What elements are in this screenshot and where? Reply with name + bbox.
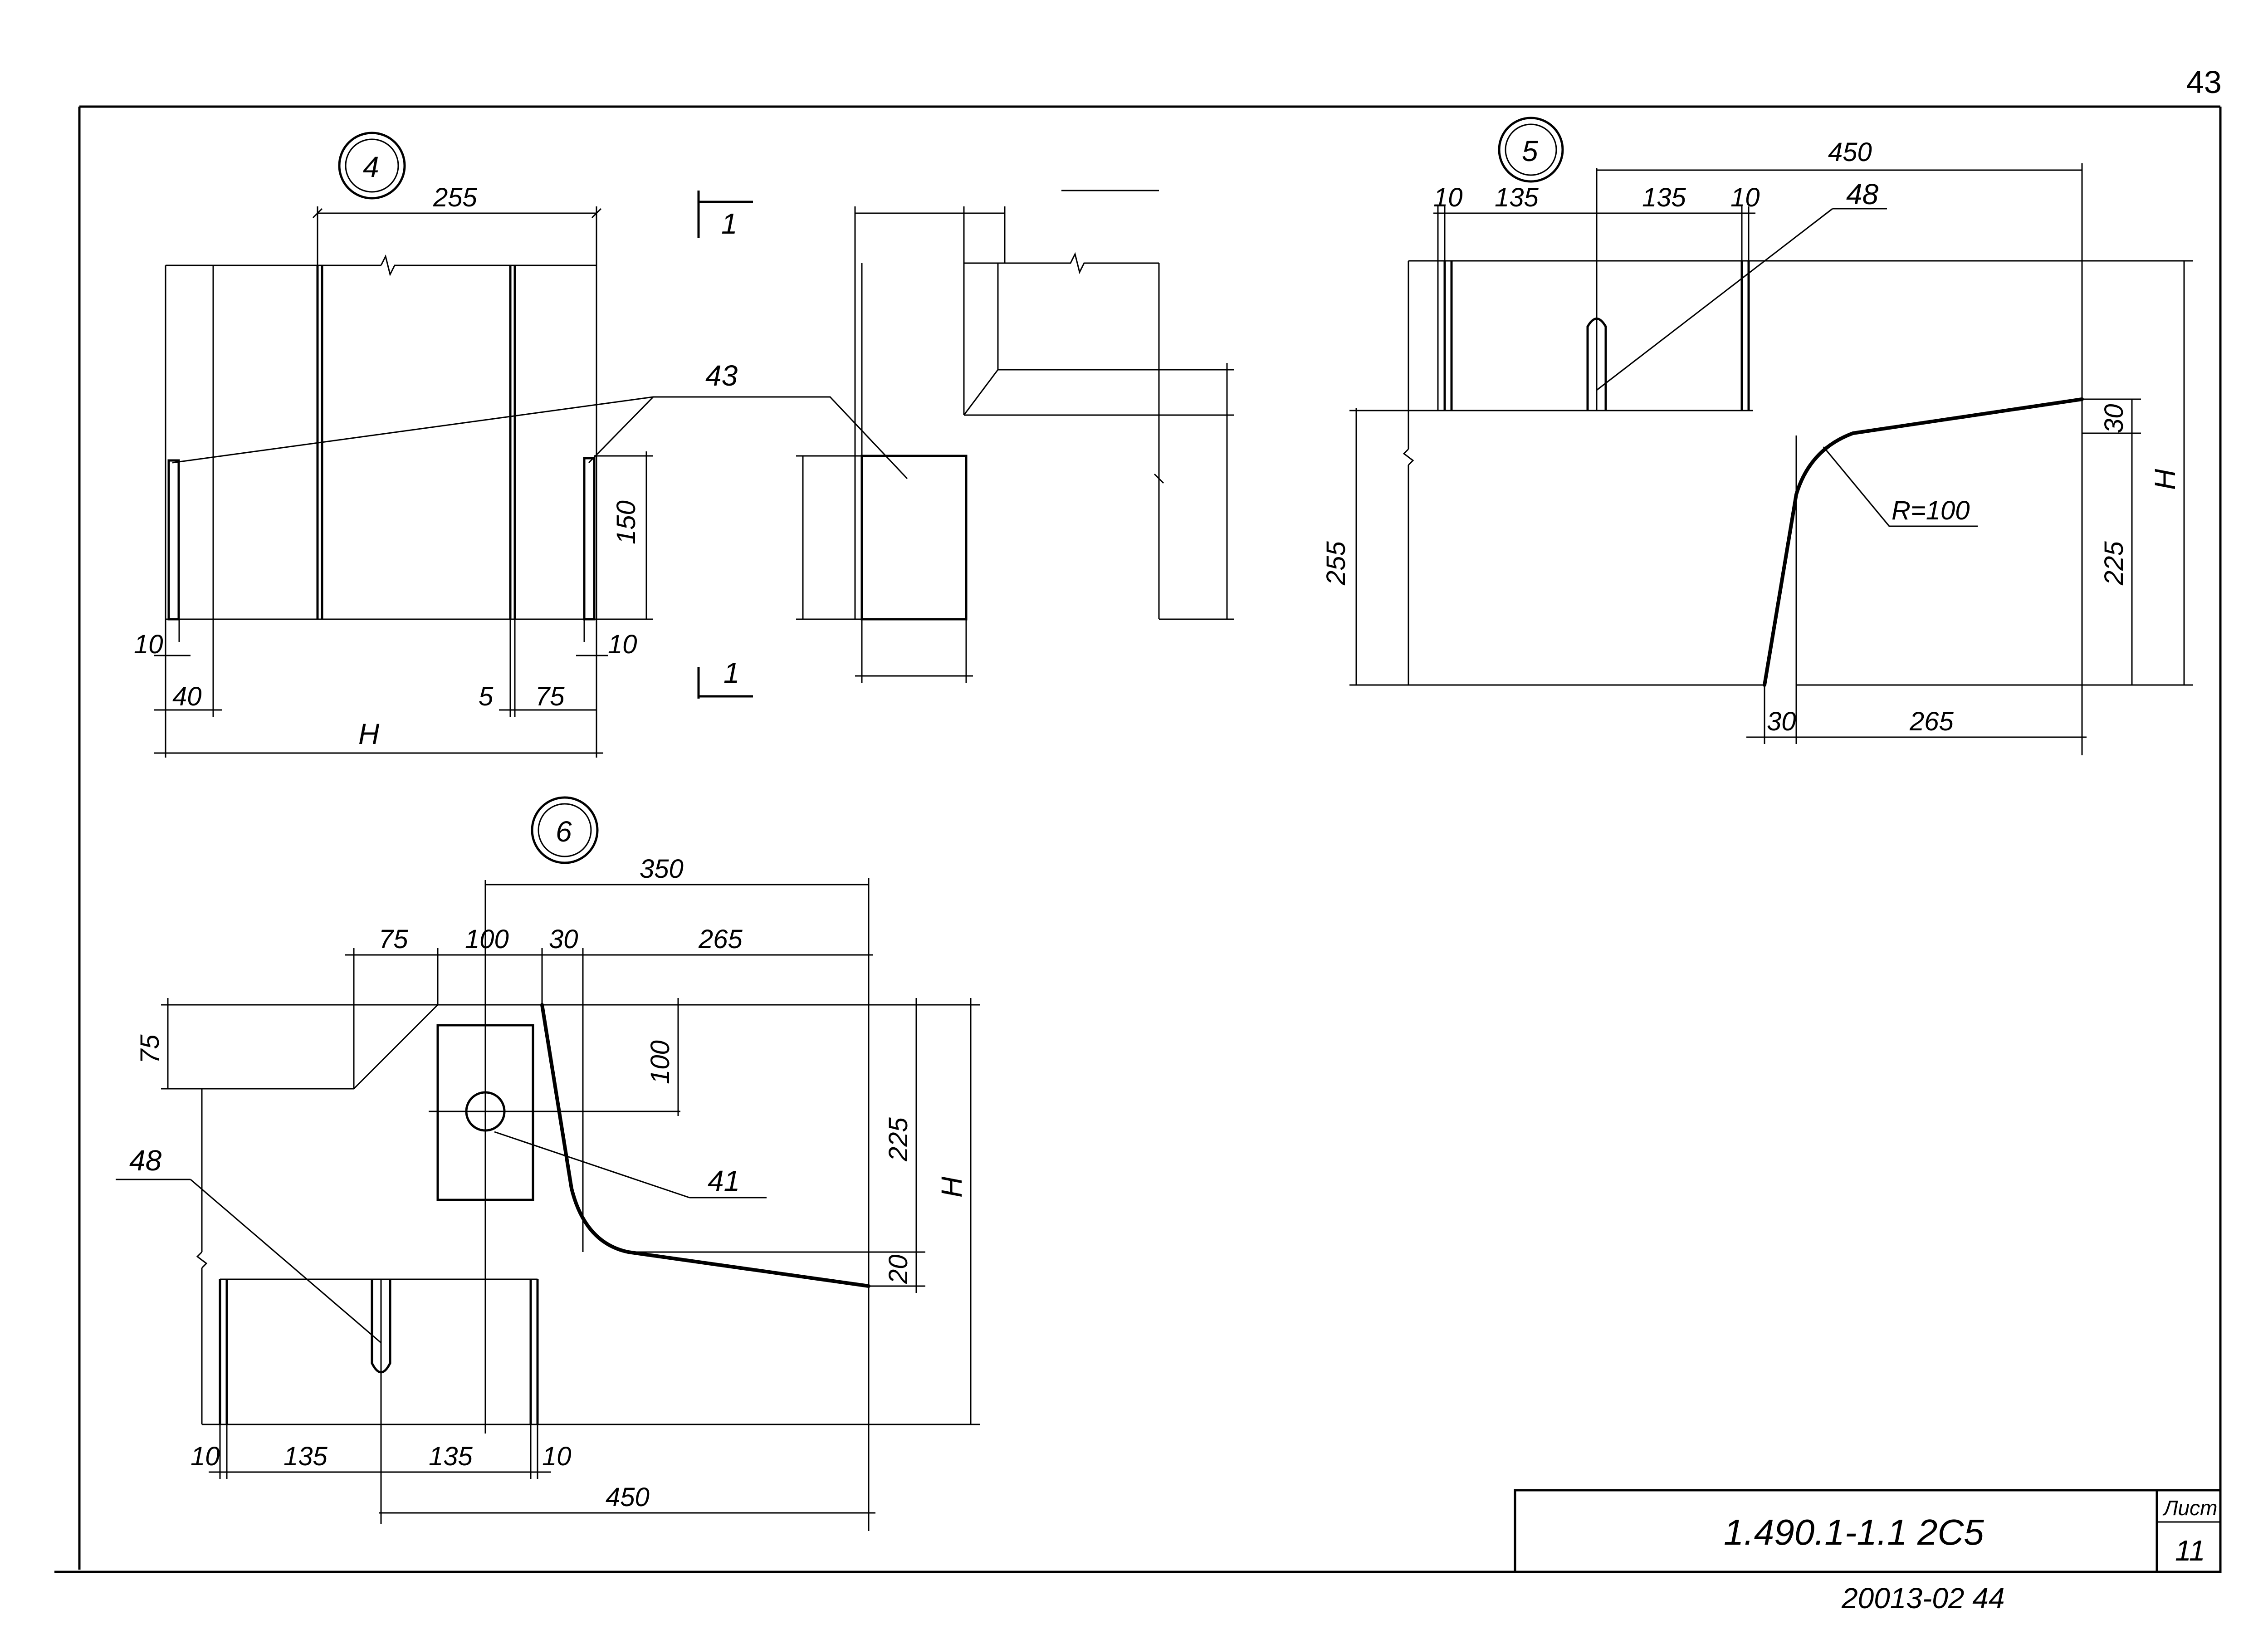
detail-4-dim-H: H xyxy=(358,718,380,750)
detail-6: 6 41 48 350 xyxy=(116,796,980,1531)
detail-6-marker: 6 xyxy=(556,815,572,848)
detail-6-leader-41: 41 xyxy=(708,1164,740,1197)
detail-4-dim-150: 150 xyxy=(611,500,641,544)
detail-6-dim-350: 350 xyxy=(640,854,684,884)
detail-5-dim-10b: 10 xyxy=(1730,183,1760,212)
detail-4-dim-40: 40 xyxy=(172,682,202,711)
detail-4-dim-5: 5 xyxy=(479,682,494,711)
detail-6-dim-100-vert: 100 xyxy=(645,1040,675,1084)
detail-5-dim-255: 255 xyxy=(1321,541,1351,586)
detail-6-dim-10a: 10 xyxy=(191,1442,220,1471)
detail-5-leader-48: 48 xyxy=(1846,178,1879,210)
detail-6-leader-48: 48 xyxy=(129,1144,162,1177)
detail-6-dim-265-top: 265 xyxy=(698,925,743,954)
detail-6-dim-135a: 135 xyxy=(284,1442,328,1471)
detail-6-dim-135b: 135 xyxy=(429,1442,473,1471)
detail-4: 4 43 255 150 xyxy=(134,132,908,758)
detail-6-dim-10b: 10 xyxy=(542,1442,572,1471)
detail-5-dim-135a: 135 xyxy=(1495,183,1539,212)
detail-5: 5 48 450 10 135 135 10 xyxy=(1321,117,2193,755)
section-mark-top: 1 xyxy=(721,207,738,240)
title-block: 1.490.1-1.1 2С5 Лист 11 xyxy=(1514,1489,2222,1573)
detail-5-dim-10a: 10 xyxy=(1433,183,1463,212)
section-1-1 xyxy=(796,190,1234,683)
detail-4-dim-10-left: 10 xyxy=(134,630,163,659)
detail-5-dim-135b: 135 xyxy=(1642,183,1686,212)
detail-4-dim-75: 75 xyxy=(535,682,565,711)
sheet-number: 11 xyxy=(2175,1534,2205,1567)
archive-number: 20013-02 44 xyxy=(1841,1582,2004,1615)
detail-6-dim-20: 20 xyxy=(884,1254,913,1284)
detail-6-dim-450: 450 xyxy=(606,1483,650,1512)
document-code: 1.490.1-1.1 2С5 xyxy=(1724,1512,1984,1552)
detail-4-dim-255: 255 xyxy=(433,183,478,212)
detail-5-dim-450: 450 xyxy=(1828,137,1872,167)
section-mark-bottom: 1 xyxy=(723,656,740,689)
detail-5-dim-225: 225 xyxy=(2099,541,2129,586)
detail-6-dim-75-top: 75 xyxy=(379,925,408,954)
detail-5-radius: R=100 xyxy=(1892,496,1970,525)
detail-6-dim-H: H xyxy=(935,1176,968,1198)
detail-6-dim-30-top: 30 xyxy=(549,925,578,954)
sheet-frame xyxy=(54,105,2222,1573)
detail-4-dim-10-right: 10 xyxy=(608,630,637,659)
detail-5-dim-265: 265 xyxy=(1909,707,1954,736)
detail-5-dim-H: H xyxy=(2149,469,2181,490)
detail-6-dim-225: 225 xyxy=(884,1117,913,1162)
detail-5-dim-30-bottom: 30 xyxy=(1767,707,1796,736)
detail-4-leader-43: 43 xyxy=(705,359,738,392)
detail-6-dim-75-left: 75 xyxy=(135,1034,165,1064)
detail-5-marker: 5 xyxy=(1522,135,1538,167)
detail-4-marker: 4 xyxy=(363,151,379,183)
detail-6-dim-100-top: 100 xyxy=(465,925,509,954)
page-number: 43 xyxy=(2186,64,2222,100)
detail-5-dim-30: 30 xyxy=(2099,404,2129,433)
sheet-label: Лист xyxy=(2162,1496,2217,1520)
